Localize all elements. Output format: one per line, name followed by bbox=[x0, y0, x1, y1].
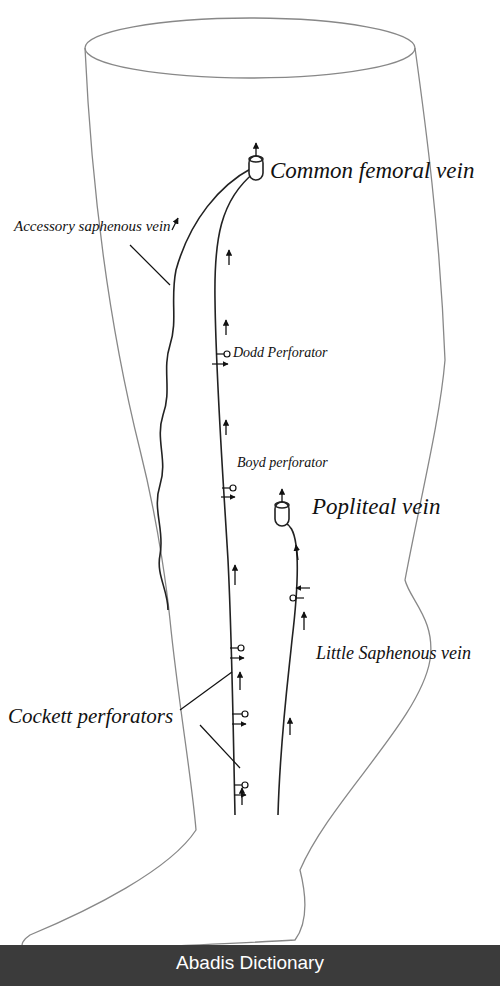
accessory-saphenous-vein bbox=[157, 168, 252, 610]
flow-arrow bbox=[225, 320, 226, 335]
watermark: Abadis Dictionary bbox=[0, 953, 500, 974]
leader-line bbox=[200, 725, 240, 768]
flow-arrow bbox=[296, 545, 298, 560]
perforator-name: Dodd Perforator bbox=[233, 345, 328, 360]
great-saphenous-vein bbox=[215, 172, 255, 815]
perforators bbox=[212, 351, 310, 795]
vein-name: Popliteal vein bbox=[312, 494, 440, 519]
perforator bbox=[212, 351, 230, 364]
flow-arrow bbox=[239, 672, 240, 690]
vein-name: Little Saphenous vein bbox=[316, 644, 471, 664]
leader-line bbox=[130, 245, 170, 285]
thigh-section bbox=[85, 18, 415, 78]
perforator-name: Cockett perforators bbox=[8, 705, 173, 728]
flow-arrow bbox=[303, 612, 304, 630]
veins bbox=[157, 156, 297, 815]
little-saphenous-vein bbox=[278, 522, 297, 815]
popliteal-cylinder bbox=[275, 502, 289, 526]
flow-arrow bbox=[281, 489, 282, 502]
femoral-cylinder bbox=[249, 156, 263, 180]
perforator bbox=[221, 485, 236, 497]
vein-name: Common femoral vein bbox=[270, 158, 474, 183]
femoral-cylinder-top bbox=[249, 156, 263, 162]
perforator bbox=[232, 711, 248, 724]
perforator bbox=[290, 588, 310, 601]
flow-arrow bbox=[255, 143, 256, 156]
flow-arrow bbox=[172, 218, 178, 230]
flow-arrows bbox=[172, 143, 304, 805]
flow-arrow bbox=[228, 250, 229, 265]
flow-arrow bbox=[289, 718, 290, 735]
flow-arrow bbox=[225, 420, 226, 435]
popliteal-cylinder-top bbox=[275, 502, 289, 508]
vein-name: Accessory saphenous vein bbox=[14, 218, 171, 235]
leader-lines bbox=[130, 245, 240, 768]
leg-contour bbox=[22, 48, 445, 953]
flow-arrow bbox=[241, 788, 242, 805]
perforator bbox=[230, 645, 244, 658]
flow-arrow bbox=[234, 565, 235, 585]
perforator bbox=[234, 782, 248, 795]
perforator-name: Boyd perforator bbox=[237, 455, 328, 470]
leader-line bbox=[180, 672, 232, 710]
